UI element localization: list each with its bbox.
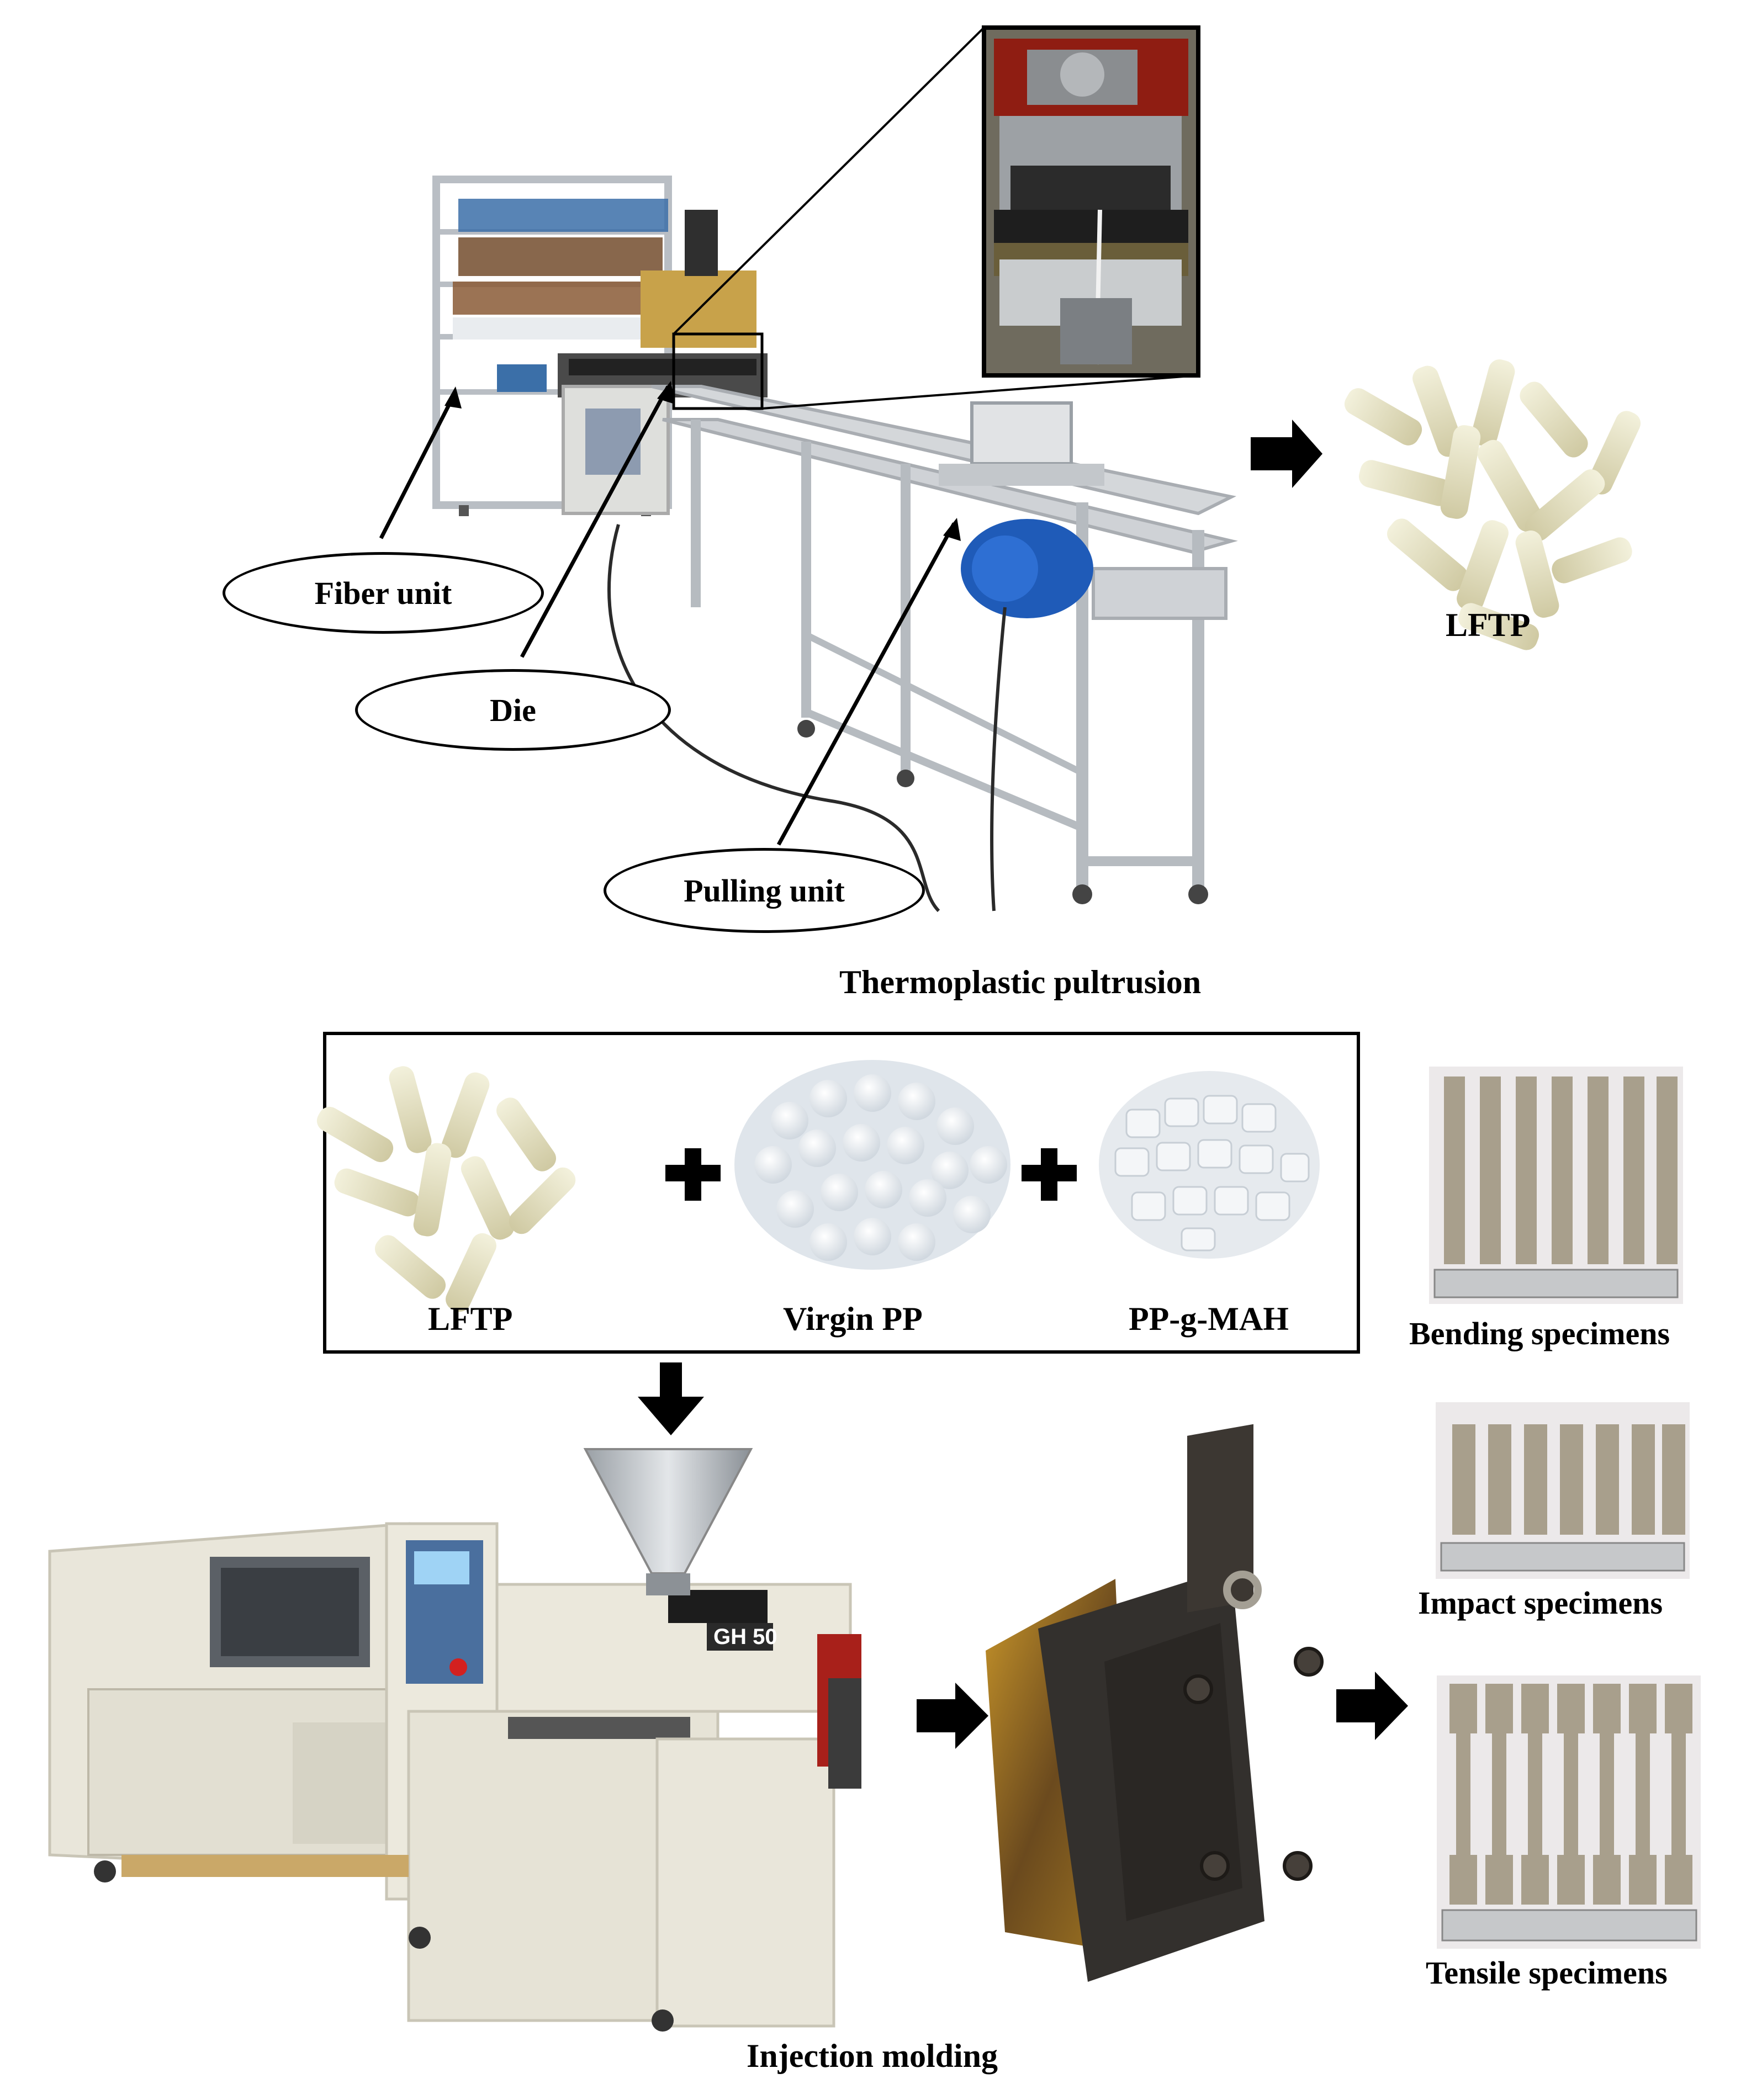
die-inset-photo bbox=[982, 25, 1200, 378]
die-callout: Die bbox=[355, 669, 671, 751]
pulling-unit-pointer bbox=[776, 522, 956, 846]
lftp-product-label: LFTP bbox=[1446, 607, 1531, 643]
arrow-to-specimens-icon bbox=[1336, 1672, 1408, 1740]
injection-molding-machine-photo: GH 50 bbox=[48, 1448, 861, 2032]
impact-specimens-label: Impact specimens bbox=[1418, 1585, 1663, 1621]
material-label-lftp: LFTP bbox=[428, 1301, 513, 1337]
pulling-unit-assembly bbox=[939, 401, 1104, 618]
materials-mix-box bbox=[323, 1032, 1360, 1354]
fiber-unit-callout: Fiber unit bbox=[223, 552, 544, 634]
machine-badge-text: GH 50 bbox=[713, 1625, 777, 1649]
tensile-specimens-photo bbox=[1437, 1675, 1701, 1949]
plus-icon-1 bbox=[665, 1148, 721, 1201]
fiber-unit-pointer bbox=[379, 391, 458, 539]
tensile-specimens-label: Tensile specimens bbox=[1426, 1955, 1668, 1991]
arrow-to-mold-icon bbox=[917, 1683, 988, 1749]
pp-g-mah-granules-image bbox=[1099, 1071, 1320, 1259]
pulling-unit-callout: Pulling unit bbox=[604, 848, 925, 933]
material-label-virgin-pp: Virgin PP bbox=[783, 1301, 923, 1337]
plus-icon-2 bbox=[1022, 1148, 1077, 1201]
injection-molding-caption: Injection molding bbox=[747, 2038, 998, 2074]
die-highlight-box bbox=[672, 332, 764, 410]
lftp-pellets-image bbox=[1344, 359, 1641, 650]
pultrusion-caption: Thermoplastic pultrusion bbox=[839, 964, 1202, 1000]
virgin-pp-granules-image bbox=[734, 1060, 1010, 1270]
pulling-unit-label: Pulling unit bbox=[684, 872, 845, 909]
impact-specimens-photo bbox=[1436, 1402, 1690, 1579]
die-pointer bbox=[520, 385, 670, 658]
fiber-unit-label: Fiber unit bbox=[314, 575, 452, 611]
injection-mold-photo bbox=[986, 1424, 1324, 1982]
bending-specimens-label: Bending specimens bbox=[1409, 1316, 1670, 1351]
arrow-to-lftp-icon bbox=[1251, 420, 1322, 488]
material-label-pp-g-mah: PP-g-MAH bbox=[1129, 1301, 1289, 1337]
arrow-down-to-hopper-icon bbox=[638, 1362, 704, 1435]
pultrusion-machine-photo bbox=[432, 26, 1238, 913]
die-label: Die bbox=[490, 692, 536, 728]
lftp-mix-pellets-image bbox=[316, 1066, 576, 1312]
bending-specimens-photo bbox=[1429, 1067, 1683, 1304]
